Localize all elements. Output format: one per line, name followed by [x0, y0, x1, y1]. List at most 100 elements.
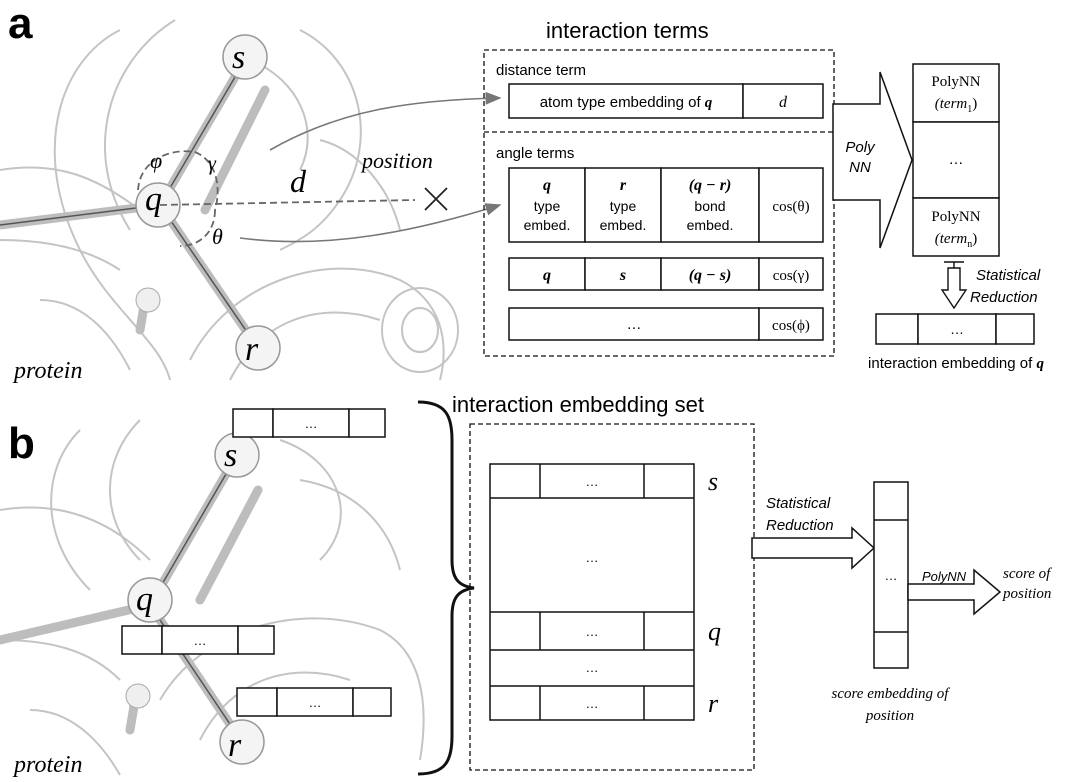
- atom-label-s-b: s: [224, 437, 237, 474]
- polynn-bottom-line2: (termn): [935, 231, 978, 250]
- embedding-bar-r-cell: …: [309, 695, 322, 710]
- interaction-terms-title: interaction terms: [546, 18, 709, 43]
- angle-gamma-label: γ: [208, 153, 217, 175]
- angle-row1-cell1-head: q: [543, 177, 551, 194]
- atom-r-b: [219, 719, 265, 765]
- statistical-reduction-b-line1: Statistical: [766, 495, 831, 512]
- panel-a-label: a: [8, 0, 33, 48]
- protein-label-a: protein: [12, 358, 82, 384]
- angle-row1-cell2-line2: embed.: [600, 217, 647, 233]
- distance-term-label: distance term: [496, 62, 586, 79]
- score-embedding-column: [873, 481, 909, 669]
- angle-row2-cell2: s: [619, 267, 626, 284]
- score-embedding-caption-line1: score embedding of: [832, 686, 951, 702]
- atom-r-a: [235, 325, 281, 371]
- statistical-reduction-arrow-b: [751, 526, 876, 570]
- embedding-bar-s-cell: …: [305, 416, 318, 431]
- angle-row1-cell2-line1: type: [610, 198, 637, 214]
- interaction-embedding-caption: interaction embedding of q: [868, 355, 1044, 372]
- score-embedding-cell: …: [885, 568, 898, 583]
- atom-label-r-b: r: [228, 727, 242, 764]
- atom-s-a: [222, 34, 268, 80]
- embedding-set-frame: [469, 423, 755, 771]
- angle-phi-label: φ: [150, 148, 162, 173]
- angle-row2-cell1: q: [543, 267, 551, 284]
- distance-term-value: d: [779, 94, 788, 111]
- statistical-reduction-arrow-a: [940, 261, 968, 310]
- angle-row3-ellipsis: …: [627, 316, 642, 333]
- matrix-row-s-cell: …: [586, 474, 599, 489]
- polynn-arrow-line2: NN: [849, 159, 871, 176]
- bond-centerlines-a: [0, 59, 259, 349]
- score-line2: position: [1002, 586, 1051, 602]
- angle-row1-cell3-line2: embed.: [687, 217, 734, 233]
- angle-row1-cell3-line1: bond: [694, 198, 725, 214]
- matrix-middle2-ellipsis: …: [586, 660, 599, 675]
- polynn-stack: [912, 63, 1000, 257]
- angle-terms-label: angle terms: [496, 145, 574, 162]
- matrix-row-r-label: r: [708, 689, 719, 718]
- distance-label: d: [290, 163, 307, 199]
- atom-label-q-a: q: [145, 181, 162, 218]
- distance-term-row: [508, 83, 824, 119]
- interaction-embedding-cell: …: [950, 321, 964, 337]
- distance-term-embedding: atom type embedding of q: [540, 94, 713, 111]
- matrix-row-q-label: q: [708, 617, 721, 646]
- embedding-matrix: [489, 463, 695, 721]
- polynn-top-line1: PolyNN: [931, 74, 980, 90]
- matrix-middle-ellipsis: …: [586, 550, 599, 565]
- atom-label-r-a: r: [245, 331, 259, 368]
- angle-row1-cell2-head: r: [620, 177, 627, 194]
- bonds-a: [0, 55, 270, 353]
- angle-row1-cell1-line1: type: [534, 198, 561, 214]
- angle-row-2: [508, 257, 824, 291]
- side-atom-a: [135, 287, 161, 313]
- angle-arcs-a: [137, 150, 416, 247]
- atom-label-q-b: q: [136, 581, 153, 618]
- atom-q-a: [135, 182, 181, 228]
- polynn-arrow-b: [907, 568, 1002, 616]
- statistical-reduction-b-line2: Reduction: [766, 517, 834, 534]
- polynn-b-label: PolyNN: [922, 569, 967, 584]
- position-cross-icon: [424, 187, 448, 211]
- score-line1: score of: [1003, 566, 1052, 582]
- statistical-reduction-a-line2: Reduction: [970, 289, 1038, 306]
- statistical-reduction-a-line1: Statistical: [976, 267, 1041, 284]
- angle-row1-cell3-head: (q − r): [689, 177, 732, 194]
- position-label: position: [360, 148, 433, 173]
- arrow-to-angle-terms: [239, 203, 502, 243]
- angle-theta-label: θ: [212, 224, 223, 249]
- embedding-bar-s: [232, 408, 386, 438]
- embedding-bar-q-cell: …: [194, 633, 207, 648]
- atom-q-b: [127, 577, 173, 623]
- matrix-row-r-cell: …: [586, 696, 599, 711]
- atom-label-s-a: s: [232, 39, 245, 76]
- polynn-top-line2: (term1): [935, 96, 978, 115]
- polynn-big-arrow: [832, 71, 913, 249]
- panel-b-label: b: [8, 419, 35, 468]
- matrix-row-s-label: s: [708, 467, 718, 496]
- polynn-arrow-line1: Poly: [845, 139, 876, 156]
- side-atom-b: [125, 683, 151, 709]
- embedding-set-title: interaction embedding set: [452, 392, 704, 417]
- polynn-middle-ellipsis: …: [949, 151, 964, 168]
- angle-row1-cell1-line2: embed.: [524, 217, 571, 233]
- angle-row3-cos: cos(ϕ): [772, 318, 810, 334]
- embedding-bar-r: [236, 687, 392, 717]
- curly-brace: [417, 400, 475, 776]
- protein-sketch-a: [0, 19, 459, 381]
- score-embedding-caption-line2: position: [865, 708, 914, 724]
- angle-row2-cell3: (q − s): [689, 267, 732, 284]
- angle-row1-cos: cos(θ): [772, 199, 809, 215]
- angle-row-3: [508, 307, 824, 341]
- protein-label-b: protein: [12, 752, 82, 778]
- matrix-row-q-cell: …: [586, 624, 599, 639]
- interaction-embedding-bar: [875, 313, 1035, 345]
- polynn-bottom-line1: PolyNN: [931, 209, 980, 225]
- embedding-bar-q: [121, 625, 275, 655]
- angle-row-1: [508, 167, 824, 243]
- protein-sketch-b: [0, 419, 425, 776]
- arrow-to-distance-term: [269, 91, 502, 151]
- angle-row2-cos: cos(γ): [773, 268, 810, 284]
